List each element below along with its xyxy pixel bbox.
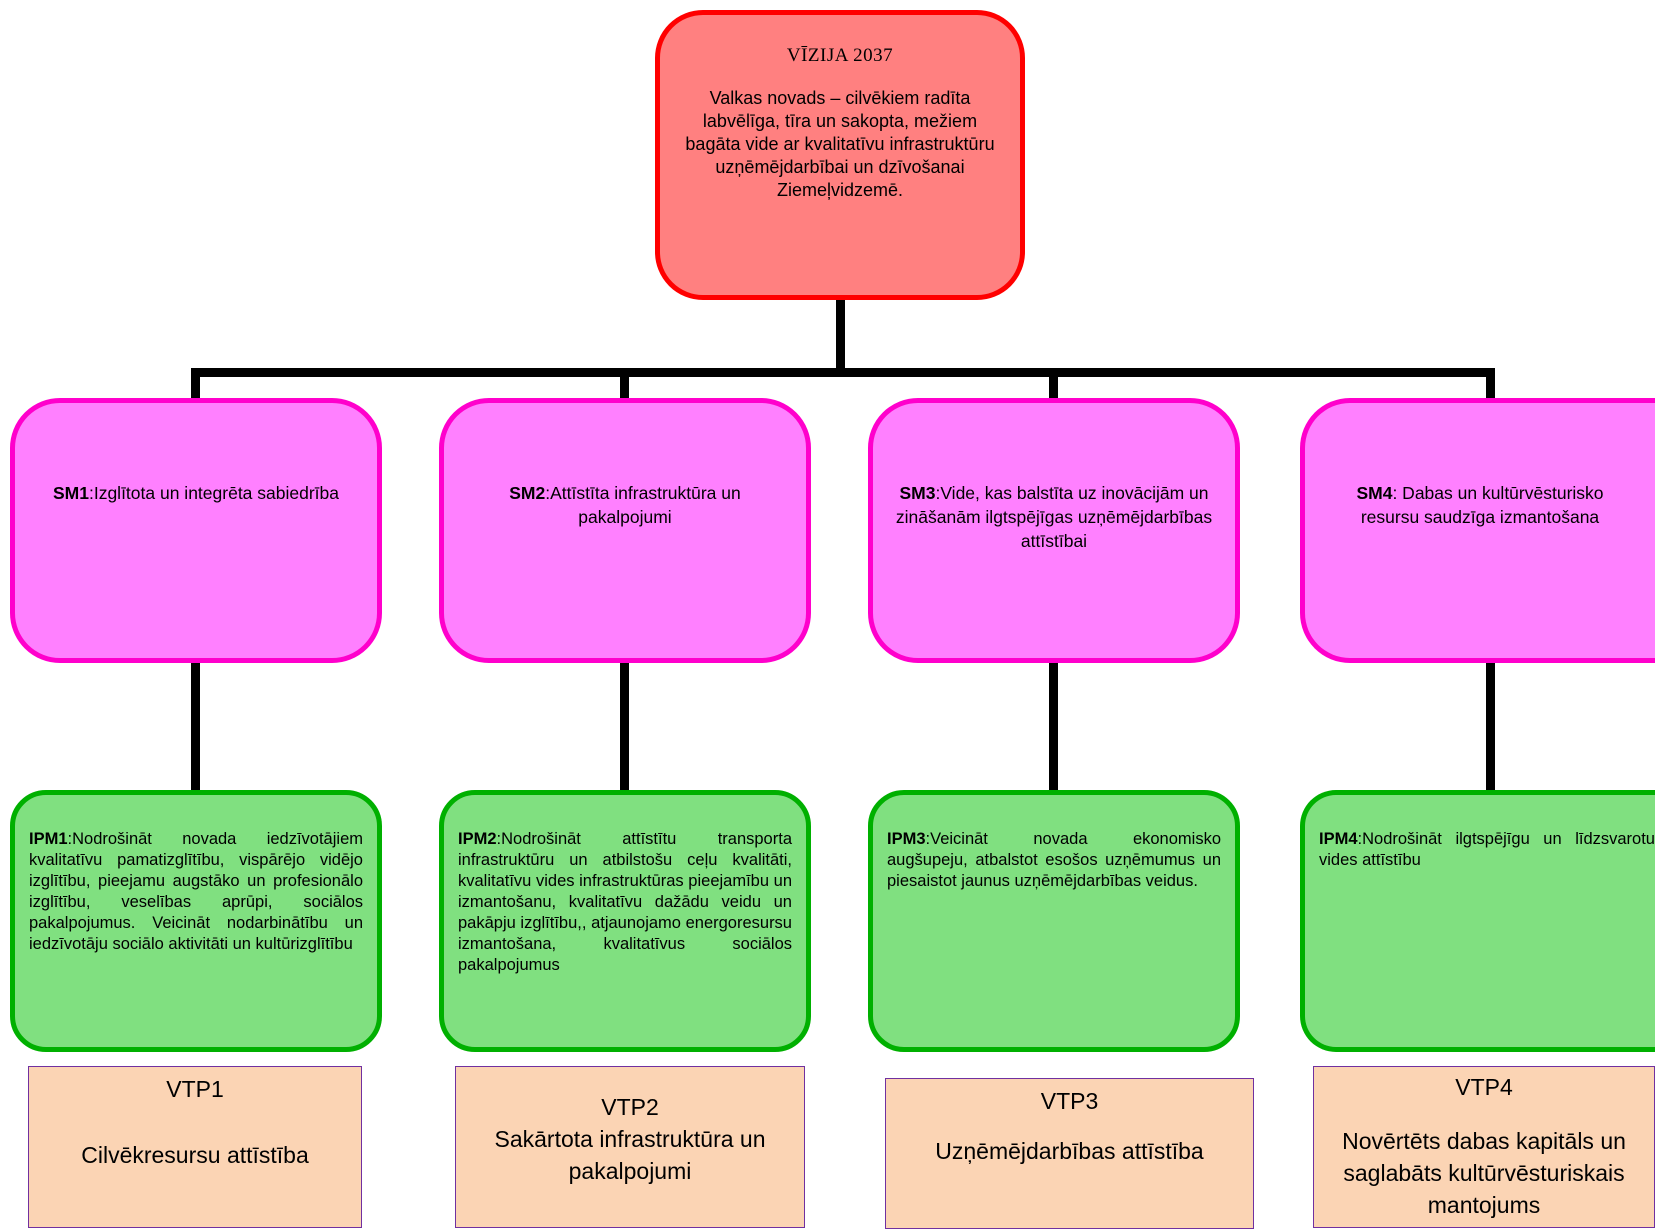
vtp-text: Novērtēts dabas kapitāls un saglabāts ku… (1342, 1128, 1626, 1218)
connector-vision-down (836, 300, 845, 372)
ipm-text: :Nodrošināt ilgtspējīgu un līdzsvarotu v… (1319, 830, 1655, 869)
vision-title: VĪZIJA 2037 (786, 45, 894, 66)
connector-sm3-ipm3 (1049, 663, 1058, 792)
vtp-code: VTP3 (1040, 1088, 1099, 1114)
vision-text: Valkas novads – cilvēkiem radīta labvēlī… (685, 88, 995, 200)
priority-box-ipm4: IPM4:Nodrošināt ilgtspējīgu un līdzsvaro… (1300, 790, 1655, 1052)
program-box-vtp4: VTP4 Novērtēts dabas kapitāls un saglabā… (1313, 1066, 1655, 1228)
connector-sm1-ipm1 (191, 663, 200, 792)
priority-box-ipm3: IPM3:Veicināt novada ekonomisko augšupej… (868, 790, 1240, 1052)
connector-sm1-up (191, 368, 200, 400)
sm-code: SM3 (899, 483, 936, 503)
vision-box: VĪZIJA 2037 Valkas novads – cilvēkiem ra… (655, 10, 1025, 300)
priority-box-ipm2: IPM2:Nodrošināt attīstītu transporta inf… (439, 790, 811, 1052)
vtp-code: VTP1 (166, 1076, 224, 1102)
ipm-code: IPM4 (1319, 830, 1358, 848)
sm-text: :Attīstīta infrastruktūra un pakalpojumi (545, 483, 741, 527)
connector-horizontal (191, 368, 1495, 377)
connector-sm2-ipm2 (620, 663, 629, 792)
sm-text: :Vide, kas balstīta uz inovācijām un zin… (895, 483, 1213, 551)
vtp-code: VTP2 (601, 1094, 659, 1120)
strategic-goal-box-sm3: SM3:Vide, kas balstīta uz inovācijām un … (868, 398, 1240, 663)
ipm-code: IPM1 (29, 830, 68, 848)
ipm-text: :Nodrošināt attīstītu transporta infrast… (458, 830, 792, 974)
strategic-goal-box-sm2: SM2:Attīstīta infrastruktūra un pakalpoj… (439, 398, 811, 663)
vtp-text: Sakārtota infrastruktūra un pakalpojumi (494, 1126, 766, 1184)
ipm-code: IPM3 (887, 830, 926, 848)
program-box-vtp1: VTP1 Cilvēkresursu attīstība (28, 1066, 362, 1228)
connector-sm4-up (1486, 368, 1495, 400)
program-box-vtp2: VTP2 Sakārtota infrastruktūra un pakalpo… (455, 1066, 805, 1228)
program-box-vtp3: VTP3 Uzņēmējdarbības attīstība (885, 1078, 1254, 1229)
sm-code: SM1 (52, 483, 89, 503)
priority-box-ipm1: IPM1:Nodrošināt novada iedzīvotājiem kva… (10, 790, 382, 1052)
sm-code: SM2 (509, 483, 546, 503)
connector-sm2-up (620, 368, 629, 400)
ipm-text: :Veicināt novada ekonomisko augšupeju, a… (887, 830, 1221, 890)
connector-sm3-up (1049, 368, 1058, 400)
sm-text: :Izglītota un integrēta sabiedrība (88, 483, 339, 503)
ipm-text: :Nodrošināt novada iedzīvotājiem kvalita… (29, 830, 363, 953)
vtp-text: Uzņēmējdarbības attīstība (935, 1138, 1204, 1164)
strategic-goal-box-sm1: SM1:Izglītota un integrēta sabiedrība (10, 398, 382, 663)
connector-sm4-ipm4 (1486, 663, 1495, 792)
sm-code: SM4 (1356, 483, 1393, 503)
vtp-text: Cilvēkresursu attīstība (81, 1142, 309, 1168)
sm-text: : Dabas un kultūrvēsturisko resursu saud… (1360, 483, 1604, 527)
vtp-code: VTP4 (1455, 1074, 1513, 1100)
strategic-goal-box-sm4: SM4: Dabas un kultūrvēsturisko resursu s… (1300, 398, 1655, 663)
ipm-code: IPM2 (458, 830, 497, 848)
